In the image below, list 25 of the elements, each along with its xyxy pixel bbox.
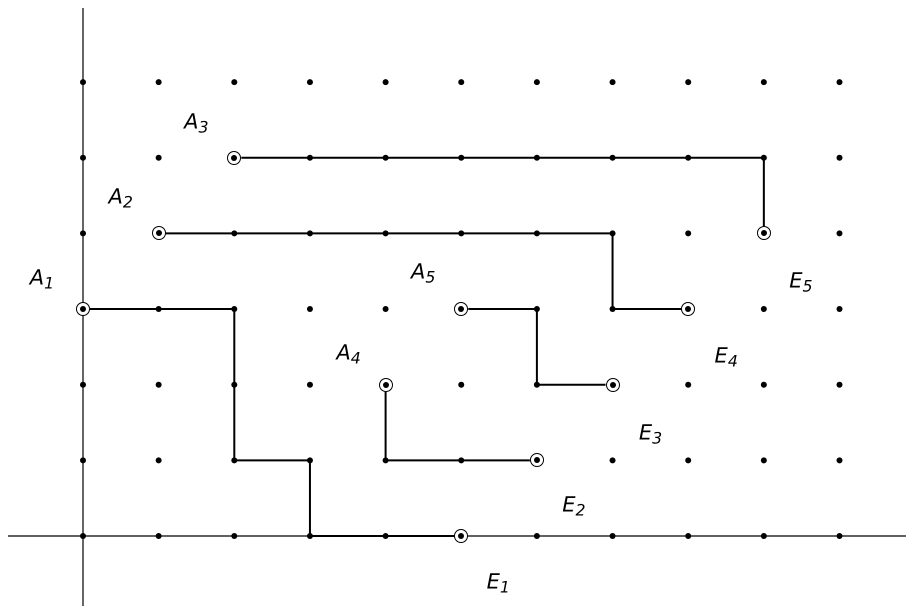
circled-point: [152, 226, 166, 240]
circled-point: [76, 302, 90, 316]
circled-point: [681, 302, 696, 316]
circled-point: [530, 453, 544, 468]
point-label: A$_{1}$: [30, 268, 54, 289]
lattice-path: [166, 232, 682, 310]
circled-point: [606, 378, 620, 392]
circled-point: [454, 529, 468, 543]
lattice-path: [241, 156, 765, 226]
point-label: A$_{2}$: [108, 186, 133, 208]
point-label: E$_{4}$: [714, 346, 738, 367]
circled-point: [756, 226, 771, 240]
point-label: E$_{5}$: [789, 270, 812, 292]
lattice-path: [384, 392, 530, 462]
lattice-path: [468, 308, 606, 386]
circled-point: [378, 378, 393, 392]
point-label: A$_{5}$: [411, 262, 436, 283]
point-label: E$_{2}$: [562, 494, 586, 516]
point-label: A$_{4}$: [336, 342, 361, 364]
point-label: E$_{3}$: [638, 422, 662, 444]
point-label: E$_{1}$: [486, 572, 510, 592]
point-label: A$_{3}$: [184, 111, 208, 132]
lattice-path: [90, 308, 454, 537]
circled-point: [454, 302, 468, 316]
circled-point: [227, 150, 242, 165]
